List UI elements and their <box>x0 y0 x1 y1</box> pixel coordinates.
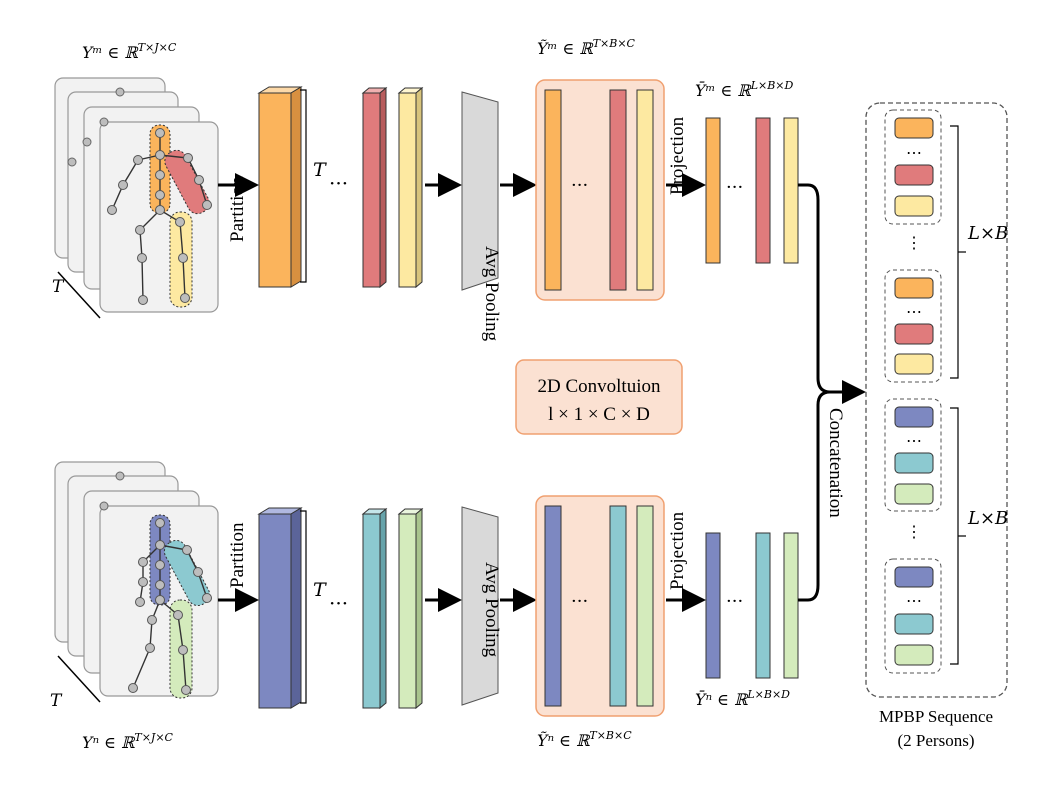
ybar-n-label: Ȳⁿ ∈ ℝL×B×D <box>695 688 790 709</box>
proj-bar-yellow-top <box>783 117 799 264</box>
bracket-bottom <box>950 407 959 665</box>
ytilde-m-label: Ỹᵐ ∈ ℝT×B×C <box>537 37 636 58</box>
vdots-3: ⋯ <box>906 431 922 450</box>
block-orange-top <box>257 86 303 288</box>
t-label-top-block: T <box>313 159 327 181</box>
token-green-2 <box>894 644 934 666</box>
feature-panel-top <box>535 79 665 301</box>
mpbp-subgroup-3 <box>884 398 942 512</box>
dots-top-panel: ··· <box>571 175 588 196</box>
person-n-skeleton <box>57 514 212 703</box>
mpbp-title-line2: (2 Persons) <box>898 731 975 750</box>
t-label-bottom-block: T <box>313 579 327 601</box>
partition-label-bottom: Partition <box>227 522 248 588</box>
block-yellow-top <box>397 86 424 289</box>
dots-bottom-panel: ··· <box>571 591 588 612</box>
vdots-1: ⋯ <box>906 143 922 162</box>
token-blue-1 <box>894 406 934 428</box>
panel-bar-yellow-top <box>636 89 654 291</box>
panel-bar-green-bottom <box>636 505 654 707</box>
token-orange-2 <box>894 277 934 299</box>
avg-pooling-label-top: Avg Pooling <box>481 246 502 342</box>
proj-bar-blue-bottom <box>705 532 721 679</box>
panel-bar-orange-top <box>544 89 562 291</box>
vell-1: ⋮ <box>906 233 922 252</box>
avg-pooling-label-bottom: Avg Pooling <box>481 562 502 658</box>
mpbp-subgroup-1 <box>884 109 942 225</box>
avg-pooling-bottom <box>461 506 499 706</box>
t-label-bottom: T <box>50 691 63 711</box>
proj-bar-green-bottom <box>783 532 799 679</box>
dots-bottom-proj: ··· <box>726 591 743 612</box>
mpbp-subgroup-2 <box>884 269 942 383</box>
lxb-bottom: L×B <box>967 508 1008 529</box>
dots-top-proj: ··· <box>726 177 743 198</box>
lxb-top: L×B <box>967 223 1008 244</box>
panel-bar-blue-bottom <box>544 505 562 707</box>
ybar-m-label: Ȳᵐ ∈ ℝL×B×D <box>695 79 794 100</box>
person-m-skeleton <box>57 124 212 319</box>
mpbp-title-line1: MPBP Sequence <box>879 707 993 726</box>
token-teal-2 <box>894 613 934 635</box>
token-blue-2 <box>894 566 934 588</box>
dots-bottom-1: ··· <box>329 591 348 615</box>
concat-line-bottom <box>798 390 831 602</box>
vell-2: ⋮ <box>906 522 922 541</box>
dots-top-1: ··· <box>329 171 348 195</box>
ytilde-n-label: Ỹⁿ ∈ ℝT×B×C <box>537 729 632 750</box>
proj-bar-teal-bottom <box>755 532 771 679</box>
feature-panel-bottom <box>535 495 665 717</box>
avg-pooling-top <box>461 91 499 291</box>
bracket-top <box>950 125 959 379</box>
concatenation-label: Concatenation <box>825 408 846 518</box>
concat-line-top <box>798 183 866 404</box>
block-blue-bottom <box>257 507 303 709</box>
token-green-1 <box>894 483 934 505</box>
mpbp-subgroup-4 <box>884 558 942 674</box>
vdots-2: ⋯ <box>906 302 922 321</box>
block-teal-bottom <box>361 507 388 710</box>
panel-bar-red-top <box>609 89 627 291</box>
mpbp-container <box>865 102 1008 698</box>
vdots-4: ⋯ <box>906 591 922 610</box>
proj-bar-red-top <box>755 117 771 264</box>
t-label-top: T <box>52 277 65 297</box>
conv-line2: l × 1 × C × D <box>548 404 650 425</box>
panel-bar-teal-bottom <box>609 505 627 707</box>
projection-label-top: Projection <box>667 116 688 195</box>
token-orange-1 <box>894 117 934 139</box>
proj-bar-orange-top <box>705 117 721 264</box>
projection-label-bottom: Projection <box>667 511 688 590</box>
token-teal-1 <box>894 452 934 474</box>
token-red-2 <box>894 323 934 345</box>
conv-line1: 2D Convoltuion <box>538 376 661 397</box>
conv-box <box>515 359 683 435</box>
yn-label: Yⁿ ∈ ℝT×J×C <box>82 731 174 752</box>
token-yellow-2 <box>894 353 934 375</box>
partition-label-top: Partition <box>227 176 248 242</box>
block-green-bottom <box>397 507 424 710</box>
token-yellow-1 <box>894 195 934 217</box>
token-red-1 <box>894 164 934 186</box>
block-red-top <box>361 86 388 289</box>
ym-label: Yᵐ ∈ ℝT×J×C <box>82 41 177 62</box>
